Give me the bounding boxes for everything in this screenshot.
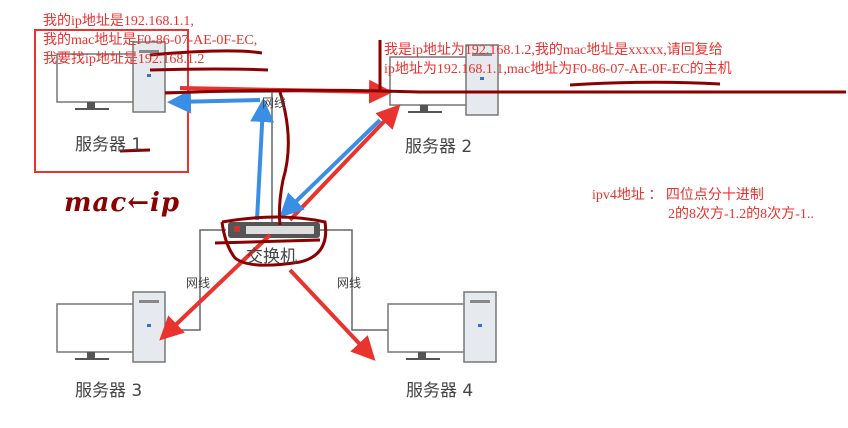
switch-label: 交换机	[246, 247, 297, 267]
annotation-line: 我的ip地址是192.168.1.1,	[43, 14, 194, 29]
handwritten-marks	[119, 40, 846, 267]
annotation-line: 我是ip地址为192.168.1.2,我的mac地址是xxxxx,请回复给	[384, 43, 723, 58]
handwritten-mac-ip: mac←ip	[64, 188, 181, 218]
cables	[165, 89, 391, 331]
switch-icon	[228, 222, 320, 238]
cable-label-top: 网线	[262, 96, 287, 110]
server2-annotation: 我是ip地址为192.168.1.2,我的mac地址是xxxxx,请回复给 ip…	[384, 41, 732, 79]
server-1-label: 服务器 1	[75, 135, 143, 155]
server-4-icon	[387, 291, 497, 363]
cable-label-left: 网线	[186, 276, 211, 290]
annotation-line: ip地址为192.168.1.1,mac地址为F0-86-07-AE-0F-EC…	[384, 62, 732, 77]
server1-annotation: 我的ip地址是192.168.1.1, 我的mac地址是F0-86-07-AE-…	[43, 12, 257, 69]
blue-arrows	[167, 89, 382, 221]
server-2-label: 服务器 2	[405, 137, 473, 157]
cable-label-right: 网线	[337, 276, 362, 290]
server-4-label: 服务器 4	[406, 381, 474, 401]
server-3-icon	[56, 291, 166, 363]
annotation-line: 我的mac地址是F0-86-07-AE-0F-EC,	[43, 33, 258, 48]
ipv4-range: 2的8次方-1.2的8次方-1..	[668, 207, 814, 222]
server-3-label: 服务器 3	[75, 381, 143, 401]
annotation-line: 我要找ip地址是192.168.1.2	[43, 52, 205, 67]
ipv4-title: ipv4地址 ： 四位点分十进制	[592, 188, 764, 203]
